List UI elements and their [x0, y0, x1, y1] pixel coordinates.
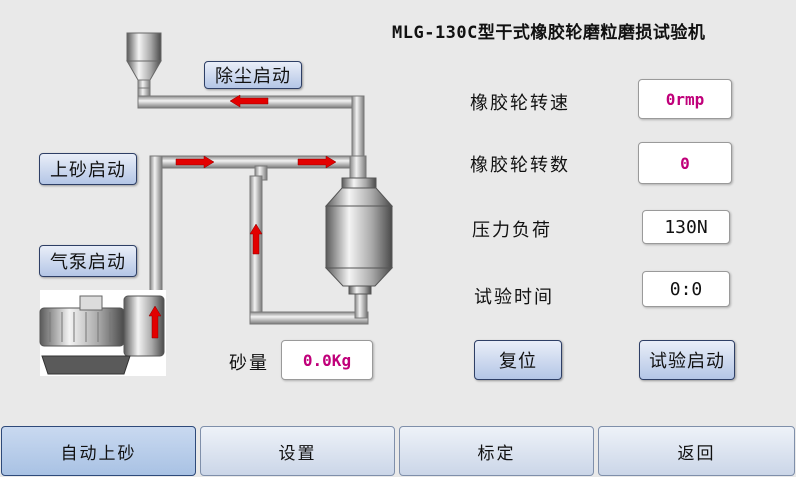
blower-motor	[39, 290, 166, 376]
dust-start-button[interactable]: 除尘启动	[204, 61, 302, 89]
wheel-speed-label: 橡胶轮转速	[470, 93, 570, 114]
flow-arrow-up	[249, 223, 263, 255]
pump-start-button[interactable]: 气泵启动	[39, 245, 137, 277]
flow-arrow-left	[229, 94, 269, 108]
wheel-speed-value: 0rmp	[638, 79, 732, 119]
test-time-label: 试验时间	[474, 287, 554, 308]
sand-start-button[interactable]: 上砂启动	[39, 153, 137, 185]
tab-settings[interactable]: 设置	[200, 426, 395, 476]
flow-arrows	[148, 94, 337, 339]
cyclone-separator	[324, 177, 394, 295]
tab-calibration[interactable]: 标定	[399, 426, 594, 476]
hopper	[126, 32, 162, 91]
page-title: MLG-130C型干式橡胶轮磨粒磨损试验机	[392, 23, 706, 43]
tab-auto-sand[interactable]: 自动上砂	[1, 426, 196, 476]
sand-amount-label: 砂量	[229, 353, 269, 374]
sand-amount-value: 0.0Kg	[281, 340, 373, 380]
test-time-value[interactable]: 0:0	[642, 271, 730, 307]
flow-arrow-right	[175, 155, 215, 169]
wheel-revolutions-label: 橡胶轮转数	[470, 155, 570, 176]
process-diagram	[39, 32, 394, 376]
wheel-revolutions-value: 0	[638, 142, 732, 184]
pressure-load-value[interactable]: 130N	[642, 210, 730, 244]
tab-back[interactable]: 返回	[598, 426, 795, 476]
pressure-load-label: 压力负荷	[472, 220, 552, 241]
flow-arrow-right	[297, 155, 337, 169]
flow-arrow-up	[148, 305, 162, 339]
reset-button[interactable]: 复位	[474, 340, 562, 380]
test-start-button[interactable]: 试验启动	[639, 340, 735, 380]
